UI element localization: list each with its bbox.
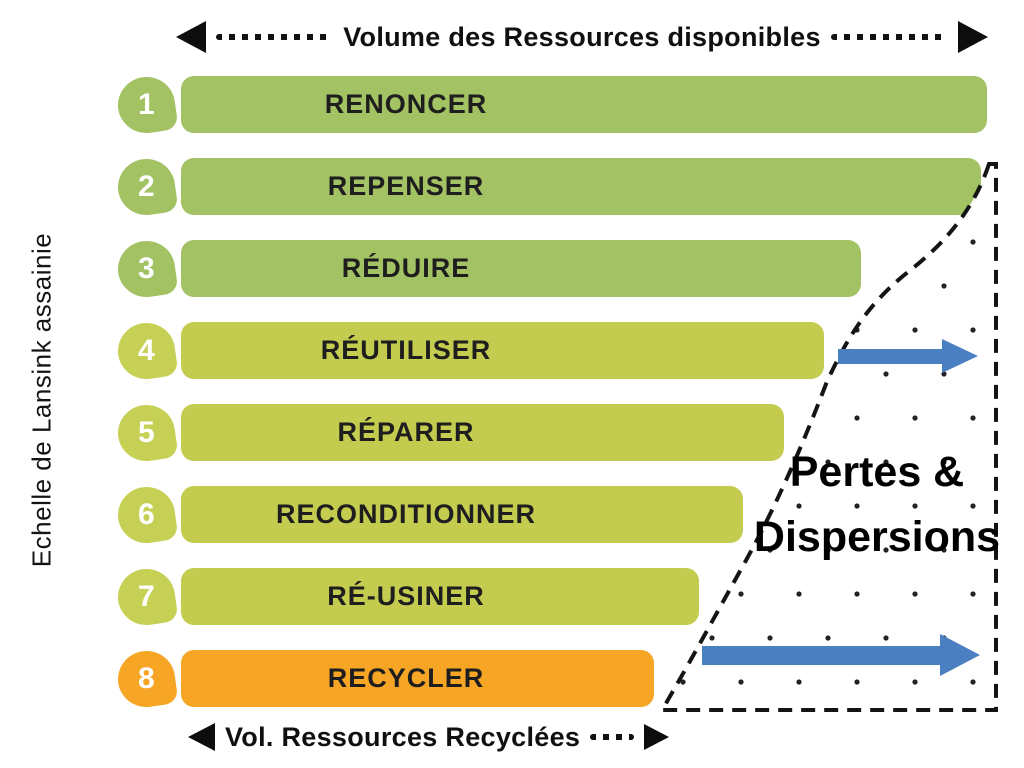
- step-number: 4: [138, 333, 155, 367]
- arrow-shaft: [838, 348, 942, 364]
- step-label: REPENSER: [327, 171, 485, 201]
- step-badge: 4: [114, 318, 179, 383]
- arrow-shaft: [702, 645, 940, 665]
- step-badge: 3: [114, 236, 179, 301]
- step-number: 1: [138, 87, 155, 121]
- step-badge: 7: [114, 564, 179, 629]
- step-row: 1 RENONCER: [114, 72, 987, 137]
- step-number: 7: [138, 579, 155, 613]
- step-number: 8: [138, 661, 155, 695]
- step-label: RECONDITIONNER: [275, 499, 536, 529]
- step-number: 6: [138, 497, 155, 531]
- step-badge: 5: [114, 400, 179, 465]
- top-axis-label: Volume des Ressources disponibles: [343, 21, 821, 52]
- step-badge: 2: [114, 154, 179, 219]
- step-badge: 1: [114, 72, 179, 137]
- step-number: 2: [138, 169, 155, 203]
- loss-title-line2: Dispersions: [753, 512, 1001, 561]
- step-row: 8 RECYCLER: [114, 646, 987, 711]
- step-number: 5: [138, 415, 155, 449]
- step-bar: RÉUTILISER: [181, 322, 824, 379]
- step-label: RENONCER: [324, 89, 488, 119]
- arrowhead-right-icon: [958, 21, 988, 53]
- dotted-line: [830, 34, 948, 40]
- arrowhead-left-icon: [176, 21, 206, 53]
- dotted-line: [216, 34, 334, 40]
- top-axis: Volume des Ressources disponibles: [176, 16, 988, 58]
- arrow-head: [940, 634, 980, 676]
- step-bar: RECYCLER: [181, 650, 654, 707]
- blue-right-arrow-icon: [702, 634, 980, 676]
- arrowhead-left-icon: [188, 723, 215, 751]
- step-bar: REPENSER: [181, 158, 981, 215]
- loss-region-title: Pertes & Dispersions: [712, 440, 1024, 569]
- arrow-head: [942, 339, 978, 373]
- step-badge: 8: [114, 646, 179, 711]
- ladder: 1 RENONCER 2 REPENSER 3 RÉDUIRE: [114, 72, 987, 732]
- dotted-line: [590, 734, 635, 740]
- step-label: RÉDUIRE: [341, 253, 471, 283]
- arrowhead-right-icon: [644, 724, 670, 750]
- step-badge: 6: [114, 482, 179, 547]
- bottom-axis-label: Vol. Ressources Recyclées: [225, 721, 581, 752]
- step-bar: RECONDITIONNER: [181, 486, 743, 543]
- step-bar: RÉDUIRE: [181, 240, 861, 297]
- left-axis-label: Echelle de Lansink assainie: [26, 232, 57, 568]
- loss-title-line1: Pertes &: [789, 448, 965, 496]
- bottom-axis: Vol. Ressources Recyclées: [188, 716, 678, 758]
- step-bar: RÉPARER: [181, 404, 784, 461]
- step-label: RÉUTILISER: [320, 335, 492, 365]
- step-bar: RÉ-USINER: [181, 568, 699, 625]
- step-row: 2 REPENSER: [114, 154, 987, 219]
- step-label: RÉPARER: [337, 417, 475, 447]
- step-bar: RENONCER: [181, 76, 987, 133]
- step-label: RÉ-USINER: [327, 581, 485, 611]
- step-number: 3: [138, 251, 155, 285]
- step-label: RECYCLER: [327, 663, 485, 693]
- blue-right-arrow-icon: [838, 339, 978, 373]
- step-row: 7 RÉ-USINER: [114, 564, 987, 629]
- step-row: 3 RÉDUIRE: [114, 236, 987, 301]
- step-row: 6 RECONDITIONNER: [114, 482, 987, 547]
